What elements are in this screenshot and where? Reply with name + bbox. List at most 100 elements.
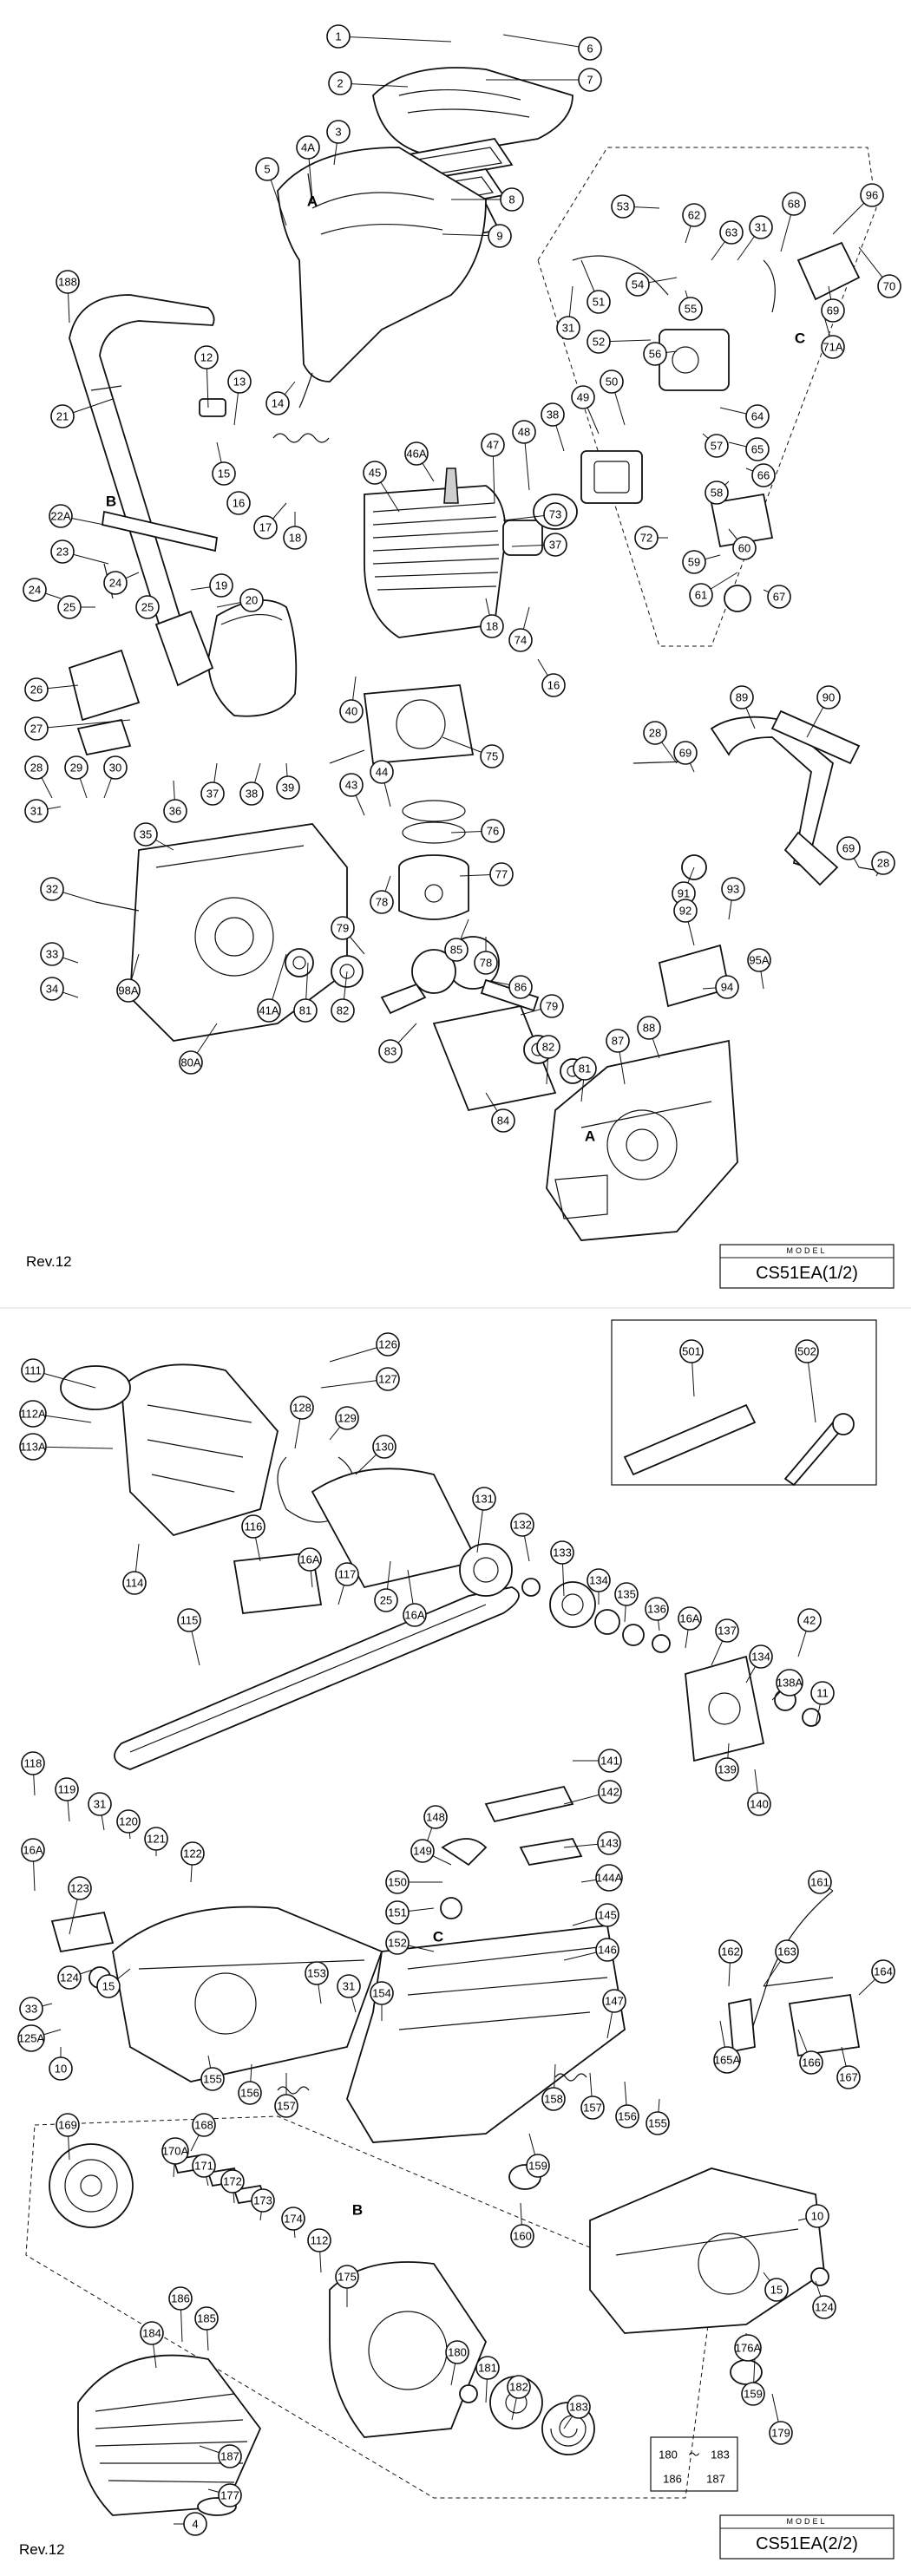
callout-number: 62 [688,209,700,222]
callout-number: 78 [376,896,388,909]
callout-circle [163,799,187,823]
callout-circle [689,583,713,607]
chain-brake-lever [710,716,839,886]
part-callout: 82 [536,1035,560,1059]
reference-letter: A [307,193,318,210]
part-callout: 112 [307,2228,331,2252]
part-callout: 144A [595,1864,623,1892]
callout-number: 41A [259,1004,279,1017]
callout-circle [808,1870,832,1894]
part-callout: 31 [88,1792,112,1816]
part-callout: 24 [23,578,47,602]
part-callout: 19 [209,573,233,598]
part-callout: 170A [161,2137,189,2165]
callout-circle [769,2421,793,2445]
part-callout: 81 [573,1056,597,1081]
callout-circle [600,369,624,394]
callout-circle [194,2306,219,2331]
leader-line [36,719,131,729]
callout-circle [595,1864,623,1892]
callout-circle [274,2094,298,2118]
part-callout: 124 [57,1965,82,1990]
callout-circle [587,290,611,314]
callout-number: 54 [632,278,644,291]
part-callout: 78 [370,890,394,914]
callout-circle [488,224,512,248]
callout-circle [573,1056,597,1081]
spark-plug [443,467,459,504]
callout-circle [404,441,429,466]
callout-circle [144,1827,168,1851]
part-callout: 39 [276,775,300,800]
kit-extra-1: 186 [663,2473,682,2486]
part-callout: 112A [19,1400,47,1428]
part-callout: 4A [296,135,320,160]
callout-number: 159 [528,2160,547,2173]
part-callout: 125A [17,2024,45,2052]
callout-circle [180,1841,205,1866]
part-callout: 158 [541,2087,566,2111]
part-callout: 23 [50,539,75,564]
callout-number: 84 [497,1115,509,1128]
part-callout: 20 [239,588,264,612]
callout-circle [536,1035,560,1059]
part-callout: 16A [403,1603,427,1627]
callout-circle [179,1050,203,1075]
part-callout: 65 [745,437,770,461]
muffler-cover [68,649,141,722]
part-callout: 138A [776,1669,803,1697]
model-box-1: MODEL CS51EA(1/2) [719,1244,895,1289]
callout-number: 169 [58,2119,77,2132]
callout-circle [251,2188,275,2213]
part-callout: 114 [122,1571,147,1595]
callout-circle [646,2111,670,2135]
callout-circle [526,2154,550,2178]
callout-circle [50,539,75,564]
part-callout: 115 [177,1608,201,1632]
part-callout: 83 [378,1039,403,1063]
callout-number: 164 [874,1965,893,1978]
callout-circle [122,1571,147,1595]
callout-number: 142 [600,1786,619,1799]
part-callout: 90 [816,685,841,709]
part-callout: 52 [587,330,611,354]
callout-circle [40,877,64,901]
part-callout: 176A [734,2334,762,2362]
callout-number: 124 [60,1971,79,1984]
part-callout: 41A [257,998,281,1023]
callout-number: 80A [180,1056,200,1069]
part-callout: 157 [274,2094,298,2118]
callout-circle [253,515,278,539]
callout-number: 157 [583,2102,602,2115]
callout-number: 7 [587,74,593,87]
callout-number: 181 [478,2362,497,2375]
part-callout: 37 [543,533,567,557]
callout-number: 88 [643,1022,655,1035]
part-callout: 2 [328,71,352,95]
part-callout: 36 [163,799,187,823]
part-callout: 28 [643,721,667,745]
part-callout: 155 [646,2111,670,2135]
callout-number: 89 [736,691,748,704]
callout-number: 5 [264,163,270,176]
callout-number: 158 [544,2093,563,2106]
callout-circle [541,2087,566,2111]
callout-circle [512,420,536,444]
part-callout: 159 [741,2382,765,2406]
part-callout: 53 [611,194,635,219]
callout-circle [378,1039,403,1063]
bar-cover [623,1403,757,1476]
callout-circle [21,1358,45,1383]
engine-housing [589,2167,825,2334]
callout-number: 156 [240,2087,259,2100]
kit-to: 183 [711,2449,730,2462]
part-callout: 31 [749,215,773,239]
callout-number: 138A [777,1677,803,1690]
callout-number: 15 [770,2284,783,2297]
callout-number: 85 [450,944,462,957]
part-callout: 58 [705,481,729,505]
callout-number: 4A [301,141,315,154]
callout-number: 182 [509,2381,528,2394]
callout-circle [775,1939,799,1964]
callout-circle [510,2224,534,2248]
